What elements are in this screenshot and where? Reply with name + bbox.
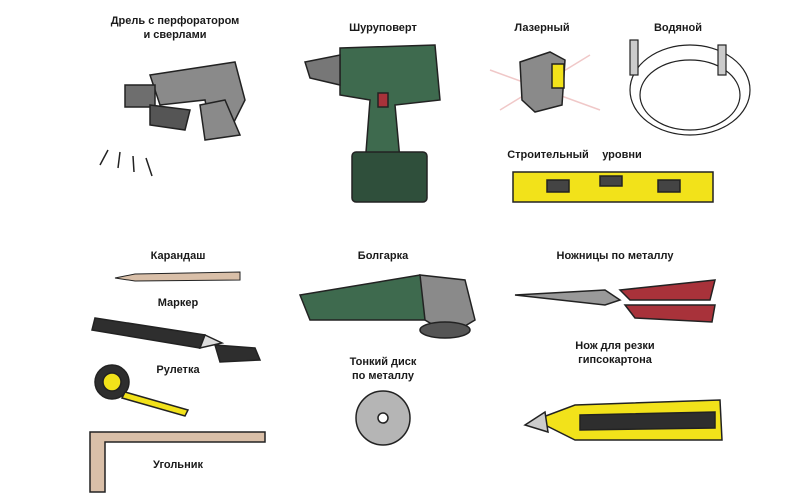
label-pencil: Карандаш	[150, 250, 206, 262]
spirit-level-image	[512, 171, 714, 203]
utility-knife-image	[523, 399, 723, 441]
label-disc-line1: Тонкий диск	[349, 356, 417, 368]
label-grinder: Болгарка	[357, 250, 409, 262]
label-tape: Рулетка	[156, 364, 200, 376]
label-knife-line2: гипсокартона	[578, 354, 652, 366]
label-square: Угольник	[153, 459, 203, 471]
label-knife: Нож для резки гипсокартона	[575, 339, 654, 367]
hammer-drill-image	[99, 61, 246, 177]
cutting-disc-image	[355, 390, 411, 446]
label-shears: Ножницы по металлу	[556, 250, 674, 262]
laser-level-image	[489, 51, 601, 113]
carpenter-square-image	[89, 431, 266, 493]
label-screwdriver: Шуруповерт	[349, 22, 417, 34]
label-water: Водяной	[653, 22, 703, 34]
pencil-image	[114, 271, 241, 282]
label-drill-line2: и сверлами	[143, 29, 207, 41]
label-drill-line1: Дрель с перфоратором	[110, 15, 240, 27]
tape-measure-image	[94, 364, 190, 417]
label-laser: Лазерный	[514, 22, 570, 34]
label-levels: уровни	[602, 149, 642, 161]
label-knife-line1: Нож для резки	[575, 340, 655, 352]
label-marker: Маркер	[157, 297, 199, 309]
water-level-image	[629, 39, 751, 136]
metal-shears-image	[514, 279, 716, 323]
label-construction: Строительный	[507, 149, 589, 161]
label-disc: Тонкий диск по металлу	[350, 355, 417, 383]
label-disc-line2: по металлу	[352, 370, 414, 382]
angle-grinder-image	[298, 274, 476, 339]
cordless-screwdriver-image	[304, 44, 441, 203]
marker-image	[91, 317, 262, 363]
label-drill: Дрель с перфоратором и сверлами	[111, 14, 240, 42]
